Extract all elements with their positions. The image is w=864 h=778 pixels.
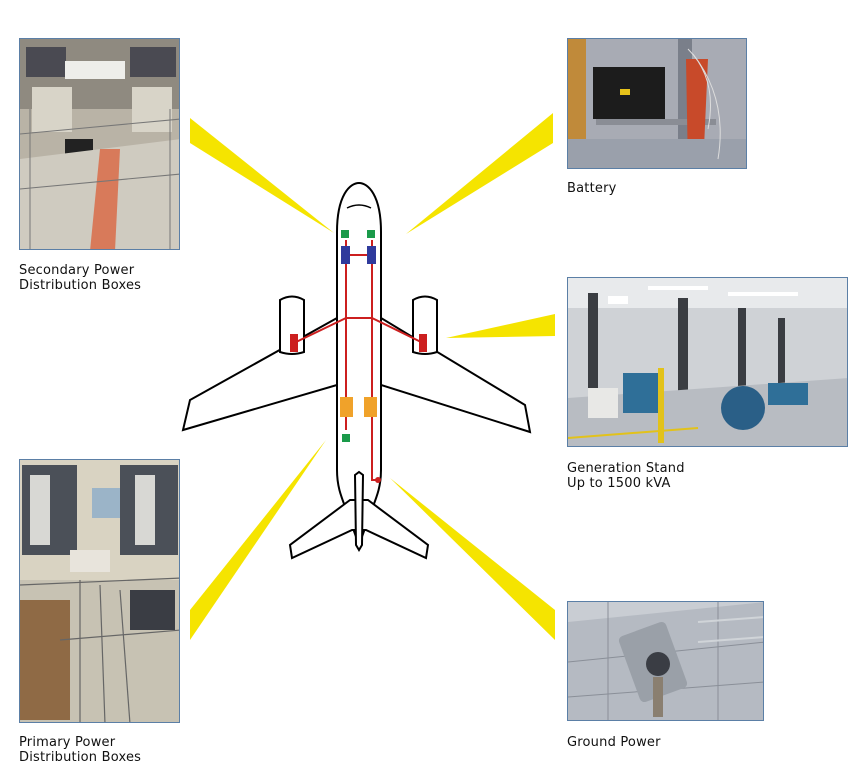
generation-stand-caption-line-1: Generation Stand <box>567 461 685 476</box>
connector-right <box>367 230 375 238</box>
primary-power-caption-line-1: Primary Power <box>19 735 116 750</box>
secondary-power-photo <box>19 38 180 250</box>
generator-hall-photo <box>568 278 847 446</box>
primary-box-right <box>364 397 377 417</box>
beam-primary <box>190 440 326 640</box>
lab-racks-photo <box>20 39 179 249</box>
beam-ground <box>390 478 555 640</box>
beam-secondary <box>190 118 334 233</box>
ground-power-caption-line-1: Ground Power <box>567 735 661 750</box>
battery-photo <box>567 38 747 169</box>
fuselage-outline <box>336 181 382 548</box>
generation-stand-photo <box>567 277 848 447</box>
generation-stand-caption-line-2: Up to 1500 kVA <box>567 476 671 491</box>
secondary-box-right <box>367 246 376 264</box>
left-wing <box>181 316 338 432</box>
primary-box-left <box>340 397 353 417</box>
beam-battery <box>406 113 553 234</box>
ground-connector-photo <box>568 602 763 720</box>
ground-power-photo <box>567 601 764 721</box>
connector-left <box>341 230 349 238</box>
cabinet-photo <box>20 460 179 722</box>
beam-generation <box>446 314 555 338</box>
vertical-fin <box>353 470 365 552</box>
ground-power-caption: Ground Power <box>567 735 661 750</box>
secondary-power-caption: Secondary Power Distribution Boxes <box>19 263 141 293</box>
connector-bottom <box>342 434 350 442</box>
secondary-power-caption-line-2: Distribution Boxes <box>19 278 142 293</box>
primary-power-photo <box>19 459 180 723</box>
cockpit-windows <box>346 204 372 209</box>
secondary-box-left <box>341 246 350 264</box>
battery-caption: Battery <box>567 181 617 196</box>
ground-power-receptacle <box>375 477 381 483</box>
primary-power-caption: Primary Power Distribution Boxes <box>19 735 141 765</box>
battery-photo-image <box>568 39 746 168</box>
generator-left <box>290 334 298 352</box>
battery-caption-line-1: Battery <box>567 181 617 196</box>
secondary-power-caption-line-1: Secondary Power <box>19 263 135 278</box>
generation-stand-caption: Generation Stand Up to 1500 kVA <box>567 461 685 491</box>
generator-right <box>419 334 427 352</box>
primary-power-caption-line-2: Distribution Boxes <box>19 750 142 765</box>
